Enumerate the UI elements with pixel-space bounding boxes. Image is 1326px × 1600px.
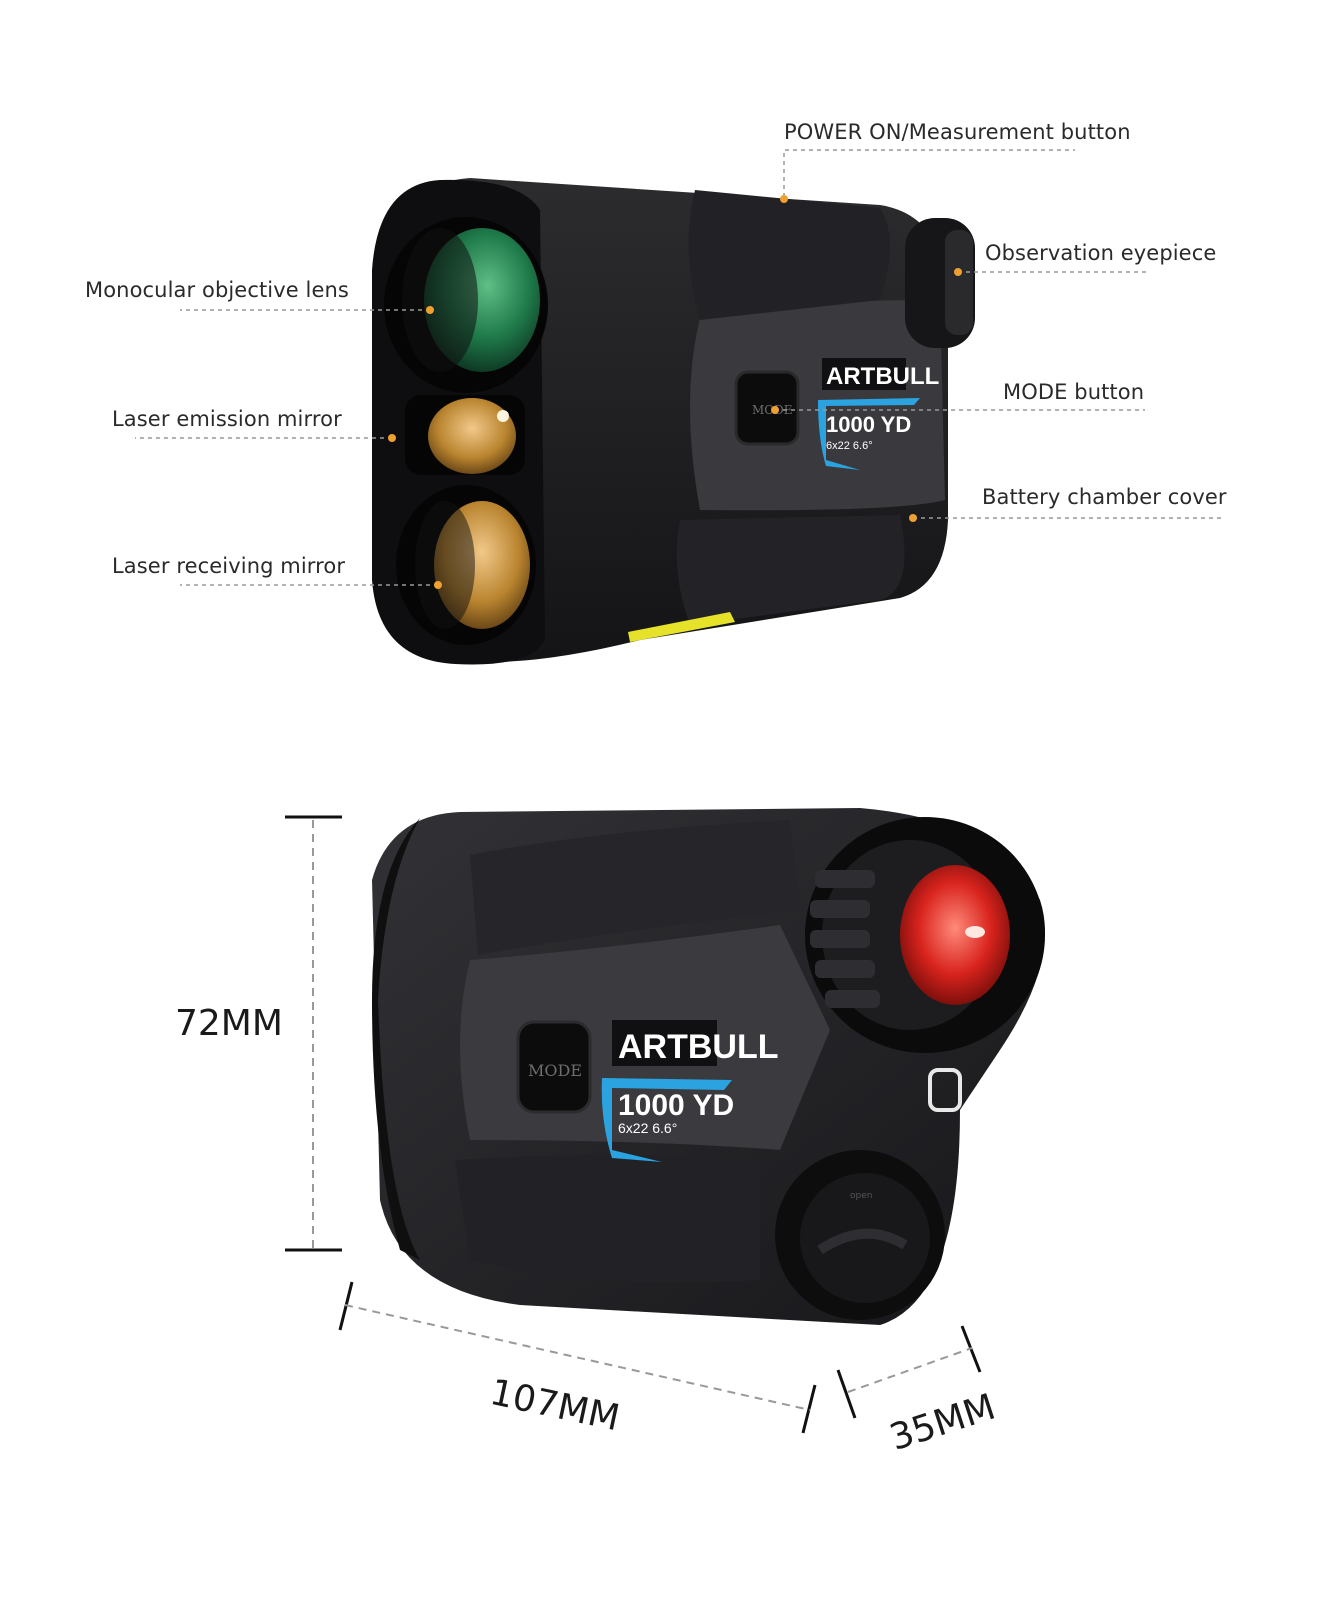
side-brand-logo: ARTBULL [618, 1028, 779, 1066]
side-spec-text: 6x22 6.6° [618, 1120, 677, 1136]
side-device: open MODE ARTBULL 1000 YD 6x22 6.6° [372, 808, 1045, 1325]
laser-emission-callout: Laser emission mirror [112, 407, 342, 431]
side-mode-button-text: MODE [528, 1061, 582, 1080]
height-dimension: 72MM [175, 1003, 283, 1044]
objective-lens-callout: Monocular objective lens [85, 278, 349, 302]
battery-open-text: open [850, 1191, 872, 1201]
dimension-dashes [312, 820, 973, 1411]
front-device: MODE ARTBULL 1000 YD 6x22 6.6° [372, 178, 975, 665]
callout-lines [135, 149, 1225, 586]
eyepiece-callout: Observation eyepiece [985, 241, 1217, 265]
battery-cover-callout: Battery chamber cover [982, 485, 1227, 509]
front-model-text: 1000 YD [826, 412, 911, 437]
side-model-text: 1000 YD [618, 1089, 734, 1122]
power-button-callout: POWER ON/Measurement button [784, 120, 1131, 144]
front-brand-logo: ARTBULL [826, 363, 939, 390]
front-spec-text: 6x22 6.6° [826, 440, 873, 452]
laser-receiving-callout: Laser receiving mirror [112, 554, 346, 578]
callout-dots [388, 195, 962, 589]
mode-button-callout: MODE button [1003, 380, 1145, 404]
